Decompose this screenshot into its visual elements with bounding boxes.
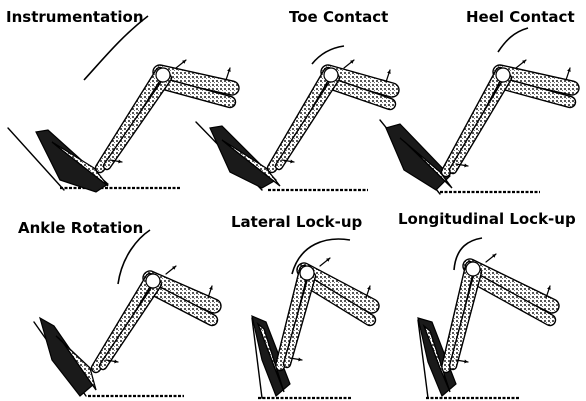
panel-label-ankle-rotation: Ankle Rotation — [18, 221, 143, 236]
pedal-shape — [386, 124, 450, 190]
knee-joint — [466, 262, 480, 276]
leg-sketch-toe-contact — [196, 46, 399, 190]
shank-fibula-segment — [104, 75, 172, 170]
panel-label-longitudinal-lock-up: Longitudinal Lock-up — [398, 212, 576, 227]
panel-label-lateral-lock-up: Lateral Lock-up — [231, 215, 362, 230]
knee-joint — [496, 68, 510, 82]
knee-joint — [300, 266, 314, 280]
leg-sketch-heel-contact — [380, 28, 579, 194]
knee-joint — [156, 68, 170, 82]
shank-tibia-segment — [96, 68, 165, 173]
panel-label-instrumentation: Instrumentation — [6, 10, 144, 25]
motion-arc — [498, 28, 528, 52]
knee-joint — [146, 274, 160, 288]
shank-tibia-segment — [91, 274, 154, 373]
pedal-shape — [36, 130, 108, 192]
shank-fibula-segment — [450, 75, 512, 174]
leg-sketch-ankle-rotation — [34, 230, 221, 396]
motion-arc — [312, 46, 344, 64]
panel-label-heel-contact: Heel Contact — [466, 10, 575, 25]
shank-fibula-segment — [100, 281, 162, 370]
leg-sketch-lateral-lock-up — [252, 239, 379, 398]
knee-joint — [324, 68, 338, 82]
panel-label-toe-contact: Toe Contact — [289, 10, 388, 25]
shank-tibia-segment — [268, 68, 333, 173]
shank-fibula-segment — [276, 75, 340, 170]
leg-sketch-instrumentation — [8, 16, 239, 192]
pedal-shape — [40, 318, 94, 396]
shank-tibia-segment — [442, 68, 505, 177]
leg-sketch-longitudinal-lock-up — [418, 238, 559, 398]
